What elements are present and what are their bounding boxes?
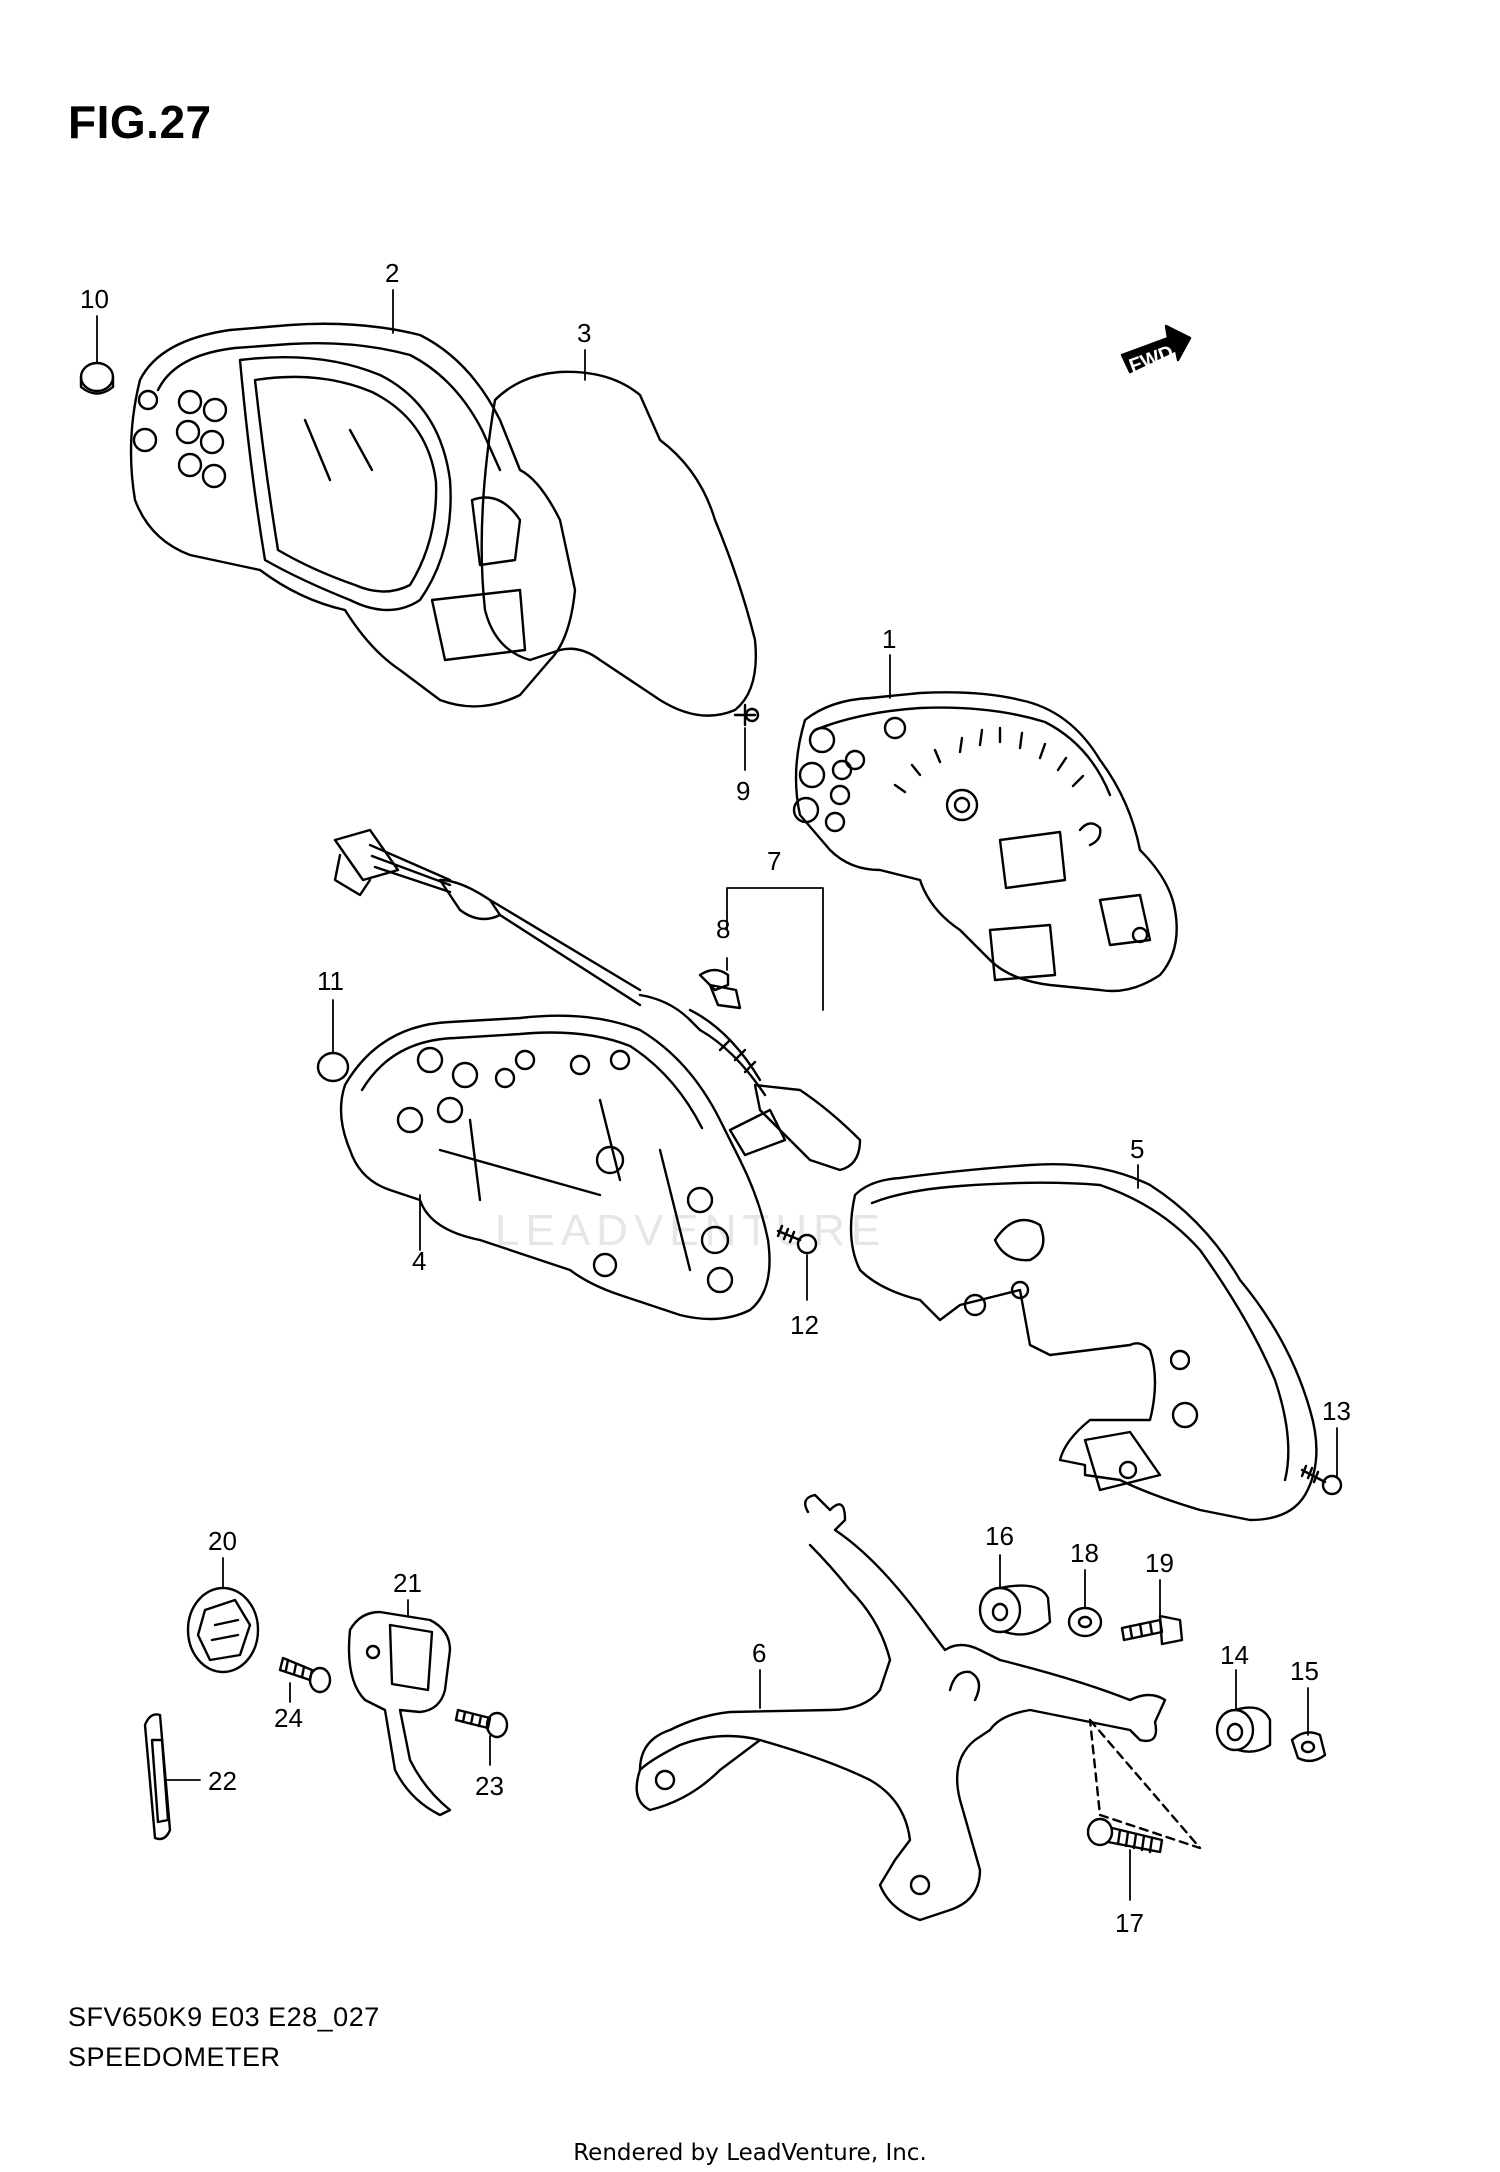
render-credit: Rendered by LeadVenture, Inc.	[573, 2140, 927, 2166]
part-20-switch	[186, 1586, 260, 1674]
part-11-plug	[316, 1051, 350, 1083]
part-6-bracket	[635, 1493, 1202, 1922]
part-16-cushion	[978, 1584, 1052, 1636]
part-8-clamp	[698, 968, 742, 1010]
part-4-meter-case	[339, 1014, 771, 1321]
part-23-screw	[454, 1708, 509, 1739]
callout-2: 2	[385, 258, 399, 288]
part-15-nut	[1290, 1731, 1327, 1763]
callout-leaders	[96, 289, 1338, 1901]
part-1-meter-assembly	[792, 691, 1178, 993]
callout-13: 13	[1322, 1396, 1351, 1426]
part-24-screw	[278, 1656, 332, 1694]
callout-24: 24	[274, 1703, 303, 1733]
figure-title: FIG.27	[68, 96, 212, 148]
fwd-label: FWD	[1126, 341, 1176, 377]
watermark-text: LEADVENTURE	[495, 1206, 886, 1255]
figure-name: SPEEDOMETER	[68, 2042, 281, 2072]
part-18-washer	[1067, 1606, 1103, 1638]
part-13-screw	[1300, 1464, 1343, 1496]
callout-22: 22	[208, 1766, 237, 1796]
callout-21: 21	[393, 1568, 422, 1598]
part-7-wire-harness	[333, 828, 862, 1172]
part-17-bolt	[1086, 1817, 1164, 1854]
part-2-meter-cover	[129, 322, 577, 708]
callout-6: 6	[752, 1638, 766, 1668]
fwd-arrow-icon: FWD	[1120, 324, 1192, 378]
figure-code: SFV650K9 E03 E28_027	[68, 2002, 380, 2032]
callout-20: 20	[208, 1526, 237, 1556]
part-21-switch	[347, 1610, 452, 1817]
part-12-screw	[776, 1224, 818, 1255]
callout-17: 17	[1115, 1908, 1144, 1938]
callout-12: 12	[790, 1310, 819, 1340]
callout-11: 11	[317, 966, 344, 996]
callout-23: 23	[475, 1771, 504, 1801]
callout-14: 14	[1220, 1640, 1249, 1670]
part-14-cushion	[1215, 1706, 1272, 1753]
callout-7: 7	[767, 846, 781, 876]
callout-16: 16	[985, 1521, 1014, 1551]
callout-10: 10	[80, 284, 109, 314]
callout-18: 18	[1070, 1538, 1099, 1568]
callout-4: 4	[412, 1246, 426, 1276]
callout-1: 1	[882, 624, 896, 654]
callout-5: 5	[1130, 1134, 1144, 1164]
callout-9: 9	[736, 776, 750, 806]
part-22-band	[143, 1713, 172, 1841]
callout-labels: 1 2 3 4 5 6 7 8 9 10 11 12 13 14 15 16 1…	[80, 258, 1351, 1938]
part-10-cap	[79, 361, 115, 395]
part-9-bulb	[733, 703, 760, 727]
part-3-gasket	[480, 370, 757, 717]
callout-15: 15	[1290, 1656, 1319, 1686]
callout-19: 19	[1145, 1548, 1174, 1578]
part-19-bolt	[1120, 1614, 1184, 1646]
part-5-lower-cover	[849, 1162, 1318, 1522]
callout-8: 8	[716, 914, 730, 944]
callout-3: 3	[577, 318, 591, 348]
